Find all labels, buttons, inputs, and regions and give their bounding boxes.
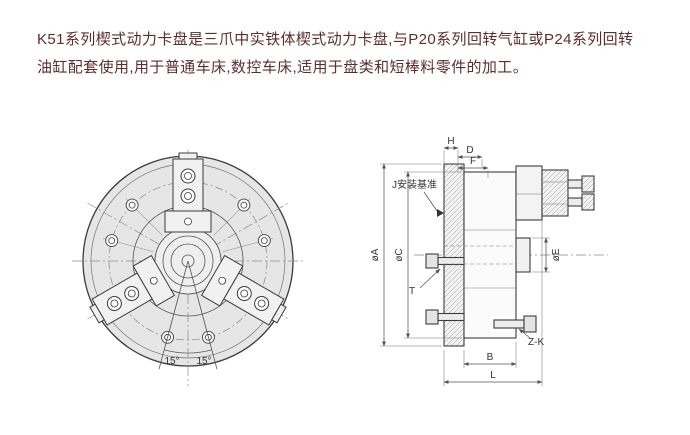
angle-label-right: 15° <box>196 356 211 367</box>
leader-zk <box>518 328 531 339</box>
dim-label-e: øE <box>551 248 562 261</box>
top-jaw <box>541 169 569 217</box>
jaw-bolt-head-2 <box>581 193 595 211</box>
dim-label-a: øA <box>370 248 381 261</box>
master-jaw <box>515 165 543 221</box>
dim-label-zk: Z-K <box>528 337 544 348</box>
description-paragraph: K51系列楔式动力卡盘是三爪中实铁体楔式动力卡盘,与P20系列回转气缸或P24系… <box>37 31 634 76</box>
dim-label-f: F <box>470 156 476 167</box>
angle-label-left: 15° <box>164 356 179 367</box>
dim-label-d: D <box>466 145 473 156</box>
chuck-body <box>463 171 517 339</box>
dim-label-t: T <box>409 286 415 297</box>
jaw-bolt-head-1 <box>581 175 595 193</box>
section-detail-lines <box>444 181 568 289</box>
mount-bolt-head-lower <box>425 309 439 325</box>
leader-datum <box>423 191 438 212</box>
leader-t <box>419 268 441 289</box>
datum-triangle <box>437 209 444 217</box>
section-body <box>425 163 595 347</box>
dim-label-l: L <box>490 370 496 381</box>
datum-label: J安装基准 <box>392 178 437 191</box>
dim-label-c: øC <box>394 248 405 261</box>
zk-bolt-head <box>523 315 537 333</box>
mount-bolt-shank-lower <box>437 312 465 322</box>
jaw-bolt-shank-2 <box>567 197 583 207</box>
angle-callout: 15° 15° <box>158 260 218 370</box>
dimension-lines <box>382 146 548 384</box>
mount-bolt-shank-upper <box>437 256 465 266</box>
dimension-labels: H D F J安装基准 øA øC øE T Z-K B L <box>370 136 562 381</box>
dim-label-b: B <box>487 352 494 363</box>
zk-bolt-shank <box>493 319 525 329</box>
extension-lines <box>380 150 550 386</box>
center-spigot <box>515 237 531 273</box>
dim-label-h: H <box>447 136 454 147</box>
chuck-front-view-drawing: 15° 15° <box>72 150 304 386</box>
mount-bolt-head-upper <box>425 253 439 269</box>
chuck-section-view-drawing: H D F J安装基准 øA øC øE T Z-K B L <box>370 136 608 386</box>
jaw-bolt-shank-1 <box>567 179 583 189</box>
